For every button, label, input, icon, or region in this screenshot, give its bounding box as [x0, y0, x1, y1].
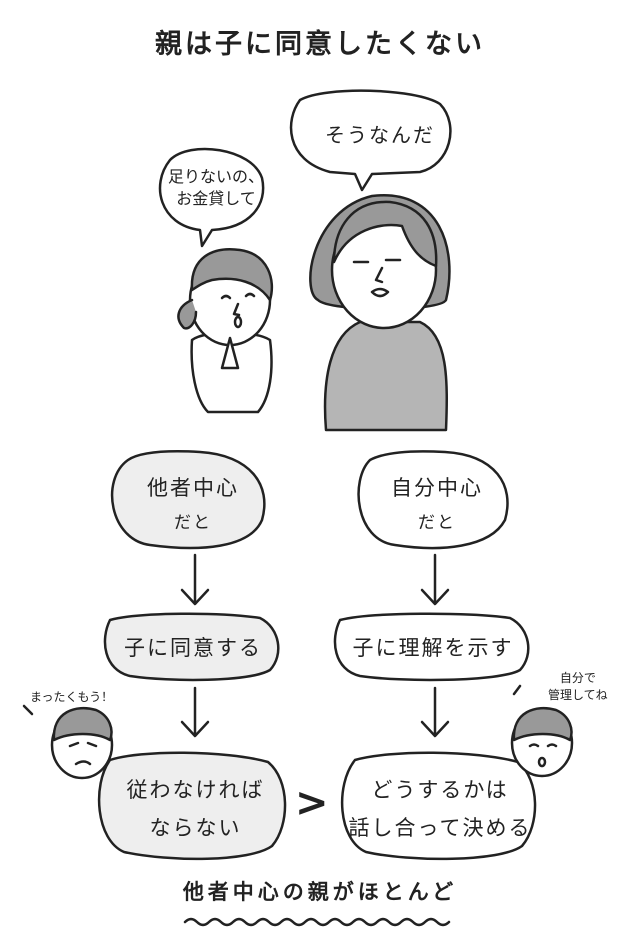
comparison-symbol: > [295, 780, 329, 826]
left-bottom-line1: 従わなければ [126, 778, 265, 802]
left-top-oval [110, 450, 266, 550]
right-top-oval-text: 自分中心 だと [362, 470, 512, 538]
child-figure [177, 248, 274, 414]
smiling-parent-face [510, 684, 574, 778]
footer-caption: 他者中心の親がほとんど [182, 880, 458, 904]
right-bottom-line1: どうするかは [371, 778, 509, 802]
right-bottom-text: どうするかは 話し合って決める [345, 772, 535, 848]
left-top-oval-text: 他者中心 だと [118, 470, 268, 538]
left-comment: まったくもう！ [30, 690, 114, 704]
right-top-oval [357, 450, 509, 550]
child-speech-bubble [158, 147, 265, 248]
parent-figure [309, 194, 451, 432]
right-bottom-box [340, 751, 537, 861]
right-middle-text: 子に理解を示す [352, 636, 514, 660]
left-arrow-2 [180, 686, 210, 738]
right-arrow-2 [420, 686, 450, 738]
left-middle-text: 子に同意する [124, 636, 262, 660]
left-oval-line1: 他者中心 [147, 476, 239, 500]
left-bottom-box [97, 751, 287, 861]
right-oval-line1: 自分中心 [391, 476, 483, 500]
right-bottom-line2: 話し合って決める [348, 815, 532, 840]
child-speech-text: 足りないの、 お金貸して [168, 166, 264, 209]
parent-speech-bubble [289, 89, 452, 192]
right-comment: 自分で 管理してね [548, 670, 608, 704]
page-title: 親は子に同意したくない [155, 29, 485, 60]
right-oval-line2: だと [418, 512, 456, 533]
left-bottom-text: 従わなければ ならない [108, 772, 283, 848]
child-speech-line2: お金貸して [176, 188, 256, 208]
right-middle-box [333, 612, 530, 682]
left-bottom-line2: ならない [149, 815, 242, 840]
left-middle-box [103, 612, 280, 682]
footer-wavy-underline [183, 917, 451, 927]
child-speech-line1: 足りないの、 [168, 167, 265, 186]
grumpy-parent-face [22, 704, 114, 780]
parent-speech-text: そうなんだ [325, 123, 435, 147]
right-comment-line2: 管理してね [548, 687, 608, 702]
right-comment-line1: 自分で [559, 671, 596, 685]
left-oval-line2: だと [174, 512, 212, 533]
left-arrow-1 [180, 553, 210, 606]
right-arrow-1 [420, 553, 450, 606]
